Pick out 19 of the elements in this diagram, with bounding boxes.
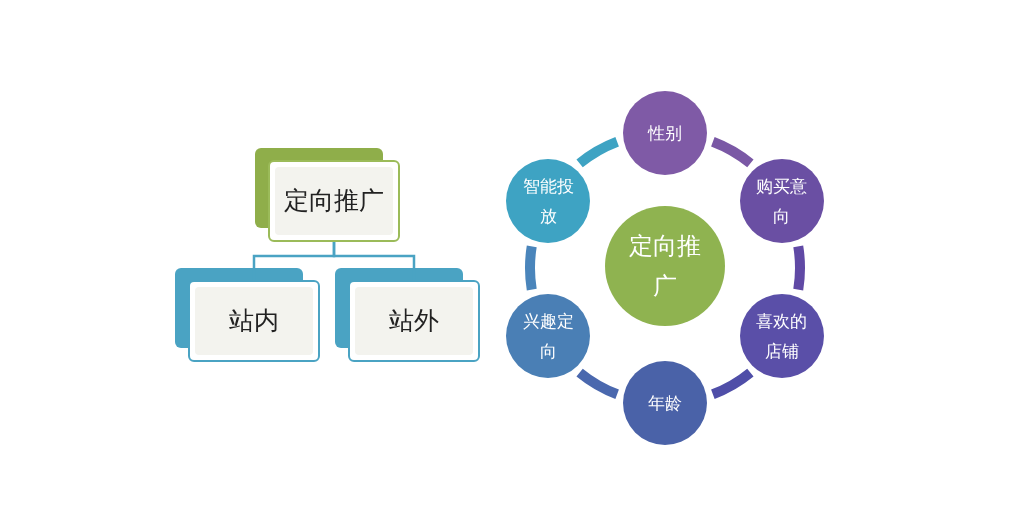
ring-segment xyxy=(793,245,805,291)
ring-segment xyxy=(576,368,620,399)
root-box xyxy=(268,160,400,242)
node-label: 站外 xyxy=(389,305,439,338)
node-label: 年龄 xyxy=(647,392,683,415)
child-box xyxy=(188,280,320,362)
node-label: 兴趣定向 xyxy=(521,309,575,363)
ring-segment xyxy=(576,137,620,168)
node-label: 性别 xyxy=(646,122,683,145)
node-label: 站内 xyxy=(229,305,279,338)
node-label: 定向推广 xyxy=(628,231,702,302)
ring-segment xyxy=(710,368,754,399)
node-label: 购买意向 xyxy=(755,174,809,228)
child-box xyxy=(348,280,480,362)
ring-segment xyxy=(710,137,754,168)
ring-segment xyxy=(525,245,537,291)
node-label: 定向推广 xyxy=(284,185,384,218)
node-label: 智能投放 xyxy=(521,174,575,228)
node-label: 喜欢的店铺 xyxy=(755,309,809,363)
